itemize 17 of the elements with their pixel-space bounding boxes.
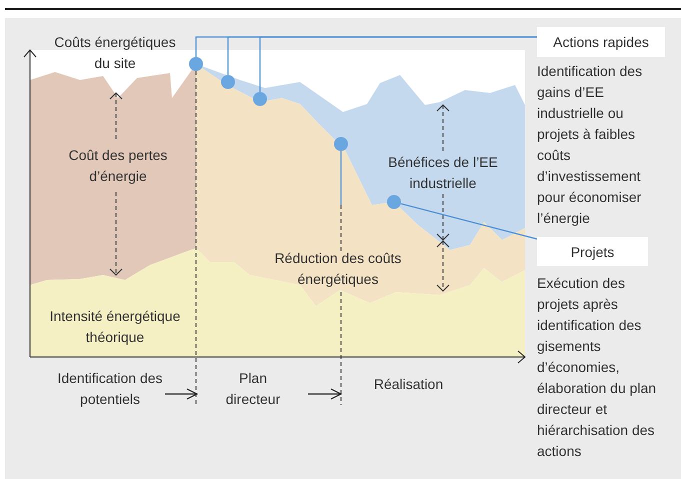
leader-line	[340, 151, 342, 205]
description-text: Exécution des projets après identification des gisements d’économies, élaboration du plan directeur et hiérarchisation des actions	[537, 274, 658, 461]
description-text: Identification des gains d’EE industrielle ou projets à faibles coûts d’investissement pour économiser l’énergie	[537, 62, 644, 228]
callout-box: Projets	[537, 237, 648, 266]
phase-label: Réalisation	[342, 374, 475, 395]
arrow	[165, 388, 198, 400]
leader-line	[400, 203, 538, 240]
chart-label: Coûts énergétiques du site	[53, 33, 177, 73]
leader-line	[259, 36, 537, 92]
chart-label: Coût des pertes d’énergie	[68, 146, 168, 186]
chart-label: Bénéfices de l’EE industrielle	[388, 153, 498, 193]
arrow	[308, 388, 342, 400]
chart-label: Intensité énergétique théorique	[48, 307, 182, 347]
phase-label: Identification des potentiels	[55, 368, 165, 410]
callout-box: Actions rapides	[537, 27, 665, 57]
phase-label: Plan directeur	[198, 368, 308, 410]
chart-label: Réduction des coûts énergétiques	[274, 249, 402, 289]
